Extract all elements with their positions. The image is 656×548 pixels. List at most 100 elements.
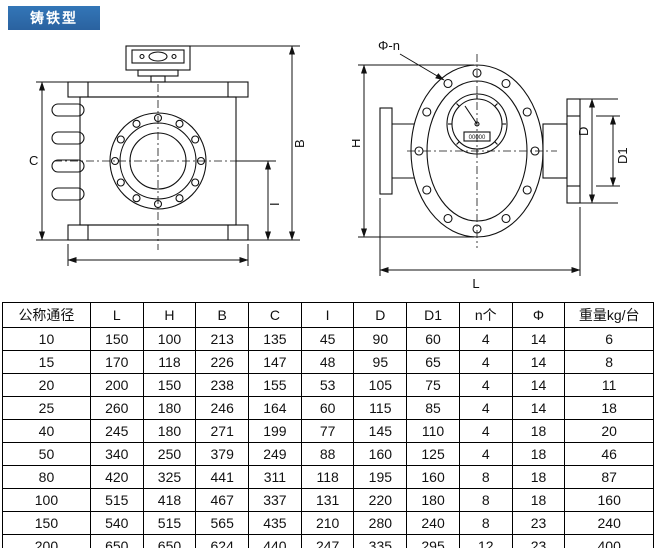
table-cell: 160: [564, 488, 654, 512]
table-cell: 12: [458, 534, 513, 548]
counter-register: [125, 45, 191, 83]
table-cell: 95: [353, 350, 408, 374]
centerlines: [54, 84, 262, 250]
table-cell: 8: [458, 488, 513, 512]
front-view-drawing: C B I: [29, 45, 307, 266]
table-cell: 650: [142, 534, 197, 548]
table-cell: 180: [142, 419, 197, 443]
dim-label-c: C: [29, 153, 38, 168]
table-cell: 14: [511, 396, 566, 420]
table-cell: 565: [195, 511, 250, 535]
table-cell: 18: [511, 442, 566, 466]
table-cell: 23: [511, 534, 566, 548]
table-cell: 147: [248, 350, 302, 374]
table-cell: 295: [406, 534, 460, 548]
table-cell: 46: [564, 442, 654, 466]
table-cell: 14: [511, 350, 566, 374]
table-cell: 4: [458, 396, 513, 420]
column-header: H: [142, 302, 197, 328]
table-cell: 155: [248, 373, 302, 397]
table-cell: 246: [195, 396, 250, 420]
table-cell: 164: [248, 396, 302, 420]
table-cell: 100: [2, 488, 91, 512]
table-cell: 48: [300, 350, 355, 374]
table-cell: 418: [142, 488, 197, 512]
table-cell: 335: [353, 534, 408, 548]
table-cell: 180: [142, 396, 197, 420]
table-cell: 210: [300, 511, 355, 535]
table-cell: 271: [195, 419, 250, 443]
table-cell: 160: [353, 442, 408, 466]
column-header: 公称通径: [2, 302, 91, 328]
table-cell: 8: [458, 511, 513, 535]
table-cell: 88: [300, 442, 355, 466]
table-cell: 245: [89, 419, 144, 443]
table-cell: 441: [195, 465, 250, 489]
table-cell: 115: [353, 396, 408, 420]
column-header: I: [300, 302, 355, 328]
table-cell: 379: [195, 442, 250, 466]
table-cell: 18: [511, 488, 566, 512]
table-cell: 4: [458, 350, 513, 374]
table-cell: 150: [142, 373, 197, 397]
table-cell: 213: [195, 327, 250, 351]
table-cell: 135: [248, 327, 302, 351]
table-cell: 40: [2, 419, 91, 443]
table-cell: 240: [564, 511, 654, 535]
table-cell: 75: [406, 373, 460, 397]
table-cell: 8: [458, 465, 513, 489]
dim-label-b: B: [292, 139, 307, 148]
table-cell: 4: [458, 442, 513, 466]
dim-label-l: L: [472, 276, 479, 291]
table-cell: 4: [458, 419, 513, 443]
table-cell: 131: [300, 488, 355, 512]
table-cell: 650: [89, 534, 144, 548]
table-cell: 280: [353, 511, 408, 535]
table-cell: 25: [2, 396, 91, 420]
table-cell: 6: [564, 327, 654, 351]
table-cell: 145: [353, 419, 408, 443]
side-view-drawing: 00000 Φ-n H D: [352, 38, 630, 291]
table-cell: 420: [89, 465, 144, 489]
table-cell: 238: [195, 373, 250, 397]
table-cell: 240: [406, 511, 460, 535]
table-cell: 105: [353, 373, 408, 397]
dim-label-i: I: [267, 202, 282, 206]
column-header: n个: [458, 302, 513, 328]
column-header: B: [195, 302, 250, 328]
column-header: D1: [406, 302, 460, 328]
table-cell: 199: [248, 419, 302, 443]
type-badge: 铸铁型: [8, 6, 100, 30]
table-cell: 249: [248, 442, 302, 466]
table-cell: 23: [511, 511, 566, 535]
table-cell: 77: [300, 419, 355, 443]
table-cell: 20: [564, 419, 654, 443]
table-cell: 65: [406, 350, 460, 374]
side-view-dimensions: Φ-n H D D1 L: [352, 38, 630, 291]
pipe-flanges: [379, 98, 581, 204]
dim-label-d: D: [576, 127, 591, 136]
table-cell: 125: [406, 442, 460, 466]
table-cell: 160: [406, 465, 460, 489]
table-cell: 624: [195, 534, 250, 548]
table-cell: 540: [89, 511, 144, 535]
side-centerlines: [407, 54, 557, 248]
column-header: L: [89, 302, 144, 328]
table-cell: 14: [511, 373, 566, 397]
table-cell: 15: [2, 350, 91, 374]
table-cell: 200: [89, 373, 144, 397]
table-cell: 53: [300, 373, 355, 397]
